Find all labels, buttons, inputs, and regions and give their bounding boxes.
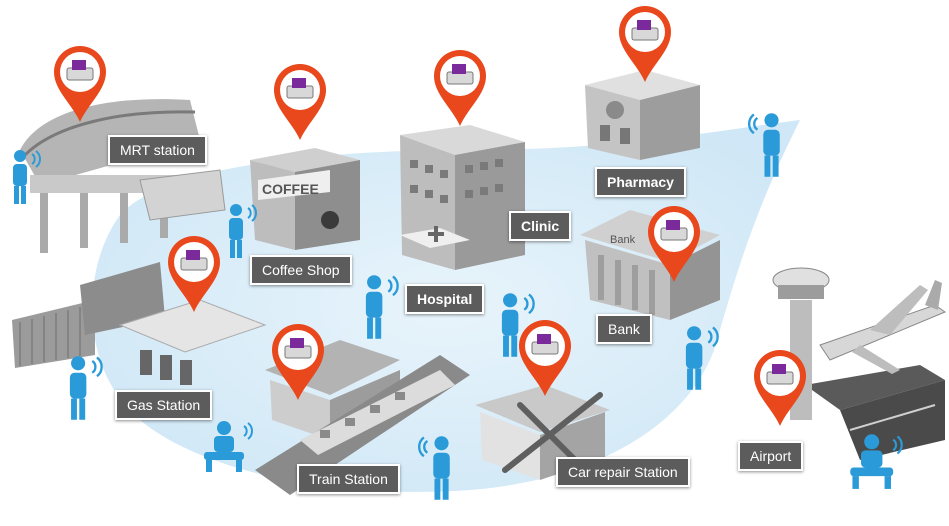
- person-phone-icon: [501, 293, 535, 357]
- label-car-repair-station[interactable]: Car repair Station: [556, 457, 690, 487]
- person-phone-icon: [418, 436, 450, 500]
- label-airport[interactable]: Airport: [738, 441, 804, 471]
- person-phone-icon: [229, 204, 257, 258]
- person-phone-icon: [685, 326, 719, 390]
- label-bank[interactable]: Bank: [596, 314, 652, 344]
- person-phone-icon: [748, 113, 780, 177]
- label-pharmacy[interactable]: Pharmacy: [595, 167, 686, 197]
- map-pin-printer-icon: [619, 6, 671, 82]
- person-seated-icon: [204, 421, 253, 472]
- map-pin-printer-icon: [519, 320, 571, 396]
- label-hospital[interactable]: Hospital: [405, 284, 485, 314]
- train-station-building: [255, 340, 470, 495]
- coffee-sign: COFFEE: [262, 181, 319, 197]
- map-pin-printer-icon: [272, 324, 324, 400]
- person-phone-icon: [365, 275, 399, 339]
- map-pin-printer-icon: [274, 64, 326, 140]
- label-gas-station[interactable]: Gas Station: [115, 390, 213, 420]
- coffee-shop-building: COFFEE: [250, 148, 360, 250]
- label-mrt-station[interactable]: MRT station: [108, 135, 207, 165]
- person-phone-icon: [69, 356, 103, 420]
- label-coffee-shop[interactable]: Coffee Shop: [250, 255, 352, 285]
- label-clinic[interactable]: Clinic: [509, 211, 572, 241]
- map-pin-printer-icon: [754, 350, 806, 426]
- label-train-station[interactable]: Train Station: [297, 464, 400, 494]
- gas-station-building: [12, 262, 267, 385]
- map-pin-printer-icon: [54, 46, 106, 122]
- hospital-building: [400, 125, 525, 270]
- map-pin-printer-icon: [168, 236, 220, 312]
- person-seated-icon: [850, 434, 903, 489]
- person-phone-icon: [13, 150, 41, 204]
- pharmacy-building: [585, 70, 700, 160]
- bank-sign: Bank: [610, 234, 636, 246]
- map-pin-printer-icon: [648, 206, 700, 282]
- map-pin-printer-icon: [434, 50, 486, 126]
